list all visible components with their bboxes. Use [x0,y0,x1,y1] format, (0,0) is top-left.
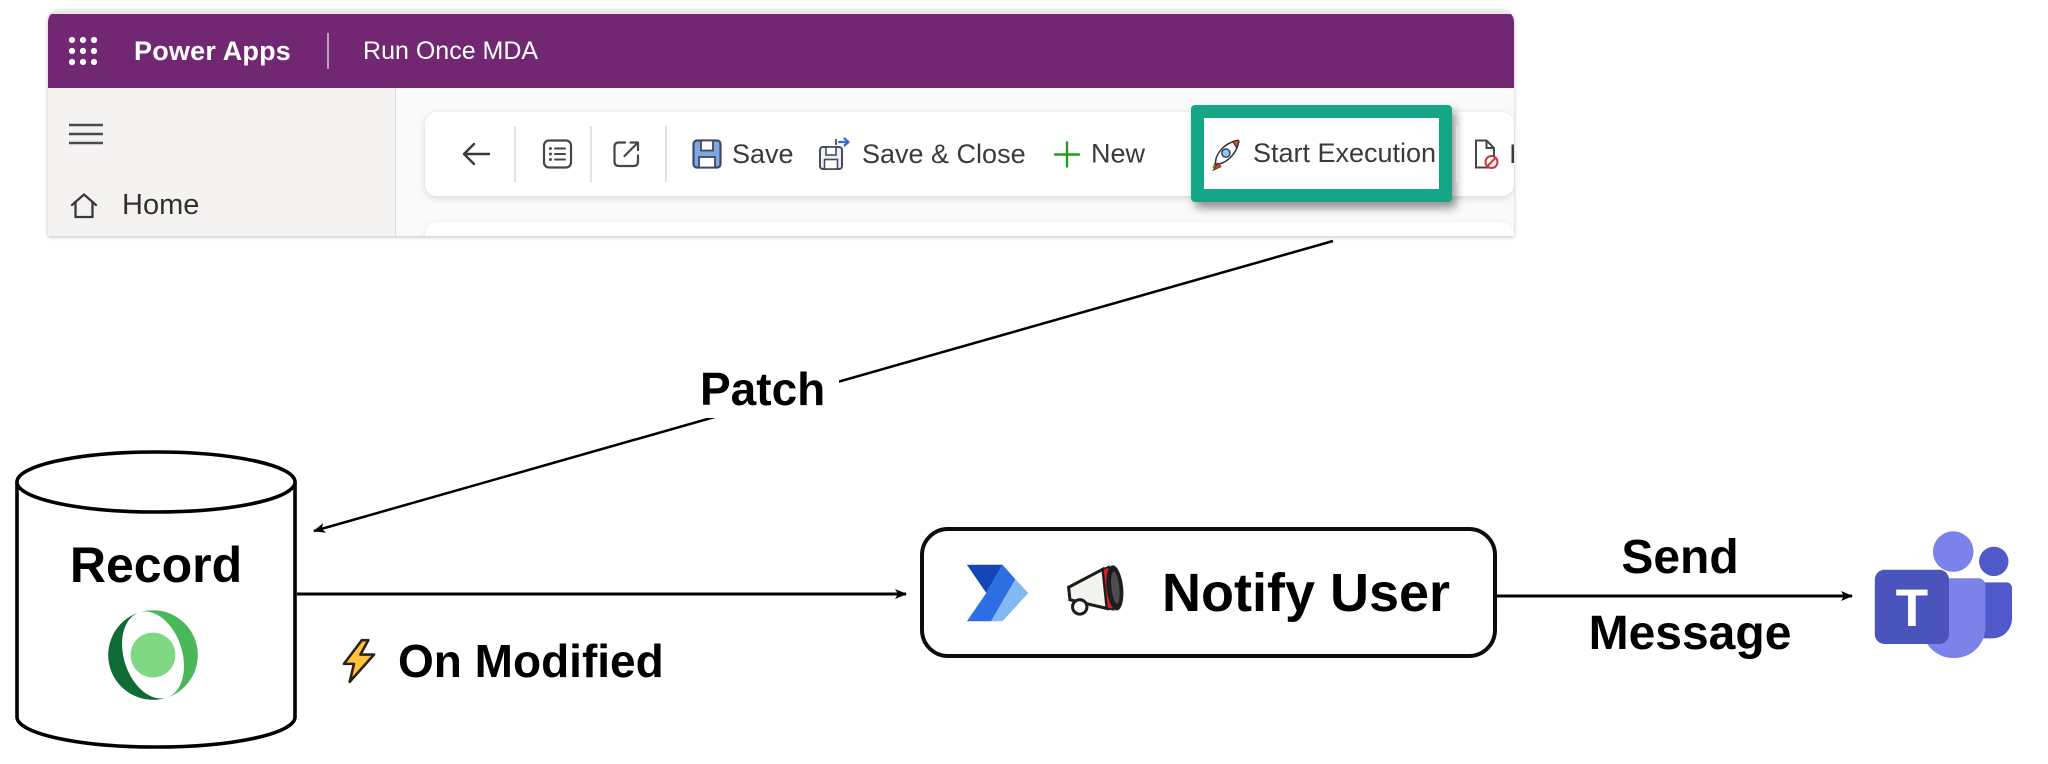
rocket-icon [1212,139,1240,171]
on-modified-label-group: On Modified [336,634,664,688]
save-and-close-icon [819,137,850,170]
send-message-label-line2: Message [1588,607,1792,660]
power-apps-header: Power Apps Run Once MDA [48,14,1514,88]
deactivate-partial-label: I [1509,138,1514,169]
power-apps-screenshot: Power Apps Run Once MDA Home [48,10,1514,236]
start-execution-label[interactable]: Start Execution [1252,138,1437,168]
window-edge [48,10,1514,14]
toolbar-divider [590,126,592,182]
save-icon [692,139,722,169]
notify-user-node: Notify User [920,527,1497,658]
plus-icon [1053,140,1081,168]
start-execution-highlight: Start Execution [1191,105,1452,202]
new-label: New [1091,138,1146,169]
hamburger-icon[interactable] [68,121,104,149]
sidebar: Home [48,88,396,236]
teams-letter: T [1896,579,1929,638]
patch-label: Patch [686,360,840,418]
home-icon [70,192,98,218]
dataverse-icon [108,610,198,700]
deactivate-button[interactable]: I [1469,138,1514,170]
record-label: Record [69,537,243,593]
megaphone-icon [1066,564,1124,616]
app-title: Run Once MDA [363,36,539,65]
save-and-close-label: Save & Close [862,138,1026,169]
form-area-top [425,222,1514,236]
toolbar-divider [514,126,516,182]
popout-button[interactable] [611,139,642,170]
power-automate-icon [966,564,1029,621]
open-in-new-window-icon [613,141,640,168]
header-divider [327,33,330,69]
sidebar-item-home[interactable]: Home [68,189,199,222]
send-message-label-line1: Send [1621,531,1739,584]
back-button[interactable] [459,138,493,170]
save-button[interactable]: Save [691,138,794,170]
notify-user-label: Notify User [1162,562,1451,623]
new-button[interactable]: New [1052,139,1145,170]
brand-title: Power Apps [134,35,292,66]
waffle-menu-icon[interactable] [68,36,98,66]
home-label: Home [122,189,200,221]
toolbar-divider [1456,126,1458,182]
form-selector-button[interactable] [542,139,573,170]
on-modified-label: On Modified [398,635,664,687]
command-bar: Save Save & Close New [425,105,1514,202]
microsoft-teams-icon: T [1874,531,2012,659]
save-and-close-button[interactable]: Save & Close [817,137,1026,171]
form-list-icon [542,139,573,169]
save-label: Save [732,138,794,169]
lightning-bolt-icon [342,638,376,684]
toolbar-divider [665,126,667,182]
back-arrow-icon [462,142,491,166]
record-database-cylinder [15,450,297,749]
deactivate-document-icon [1475,139,1499,169]
